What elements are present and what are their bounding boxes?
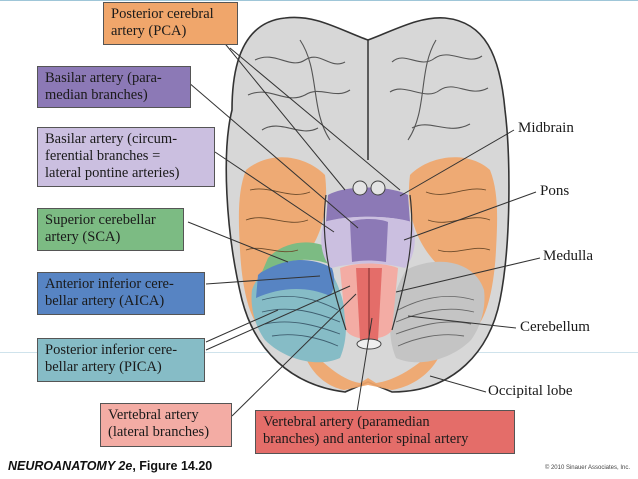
label-pica: Posterior inferior cere- bellar artery (… xyxy=(37,338,205,382)
top-rule xyxy=(0,0,638,1)
label-sca: Superior cerebellar artery (SCA) xyxy=(37,208,184,251)
label-vertebral-paramedian: Vertebral artery (paramedian branches) a… xyxy=(255,410,515,454)
caption-title: NEUROANATOMY 2e xyxy=(8,459,133,473)
mammillary-body-right xyxy=(370,180,386,196)
cerebellum-right xyxy=(390,261,485,363)
cerebellum-left-sca xyxy=(262,242,334,272)
cerebellar-folia xyxy=(261,295,475,347)
label-occipital-lobe: Occipital lobe xyxy=(488,383,573,399)
label-aica: Anterior inferior cere- bellar artery (A… xyxy=(37,272,205,315)
figure-caption: NEUROANATOMY 2e, Figure 14.20 xyxy=(8,459,212,473)
label-pca: Posterior cerebral artery (PCA) xyxy=(103,2,238,45)
mammillary-body-left xyxy=(352,180,368,196)
label-basilar-circumferential: Basilar artery (circum- ferential branch… xyxy=(37,127,215,187)
brainstem-outline xyxy=(323,194,413,331)
pca-occipital xyxy=(300,340,445,390)
caption-figure-number: , Figure 14.20 xyxy=(132,459,213,473)
copyright-notice: © 2010 Sinauer Associates, Inc. xyxy=(544,465,630,471)
label-midbrain: Midbrain xyxy=(518,120,574,136)
label-vertebral-lateral: Vertebral artery (lateral branches) xyxy=(100,403,232,447)
pons-paramedian xyxy=(350,219,388,262)
label-basilar-paramedian: Basilar artery (para- median branches) xyxy=(37,66,191,108)
spinal-cord-cut xyxy=(356,338,382,350)
label-medulla: Medulla xyxy=(543,248,593,264)
leader-lines xyxy=(187,39,541,419)
label-pons: Pons xyxy=(540,183,570,199)
midbrain-region xyxy=(326,187,410,222)
cerebellum-left-aica xyxy=(256,259,335,298)
label-cerebellum: Cerebellum xyxy=(520,319,590,335)
